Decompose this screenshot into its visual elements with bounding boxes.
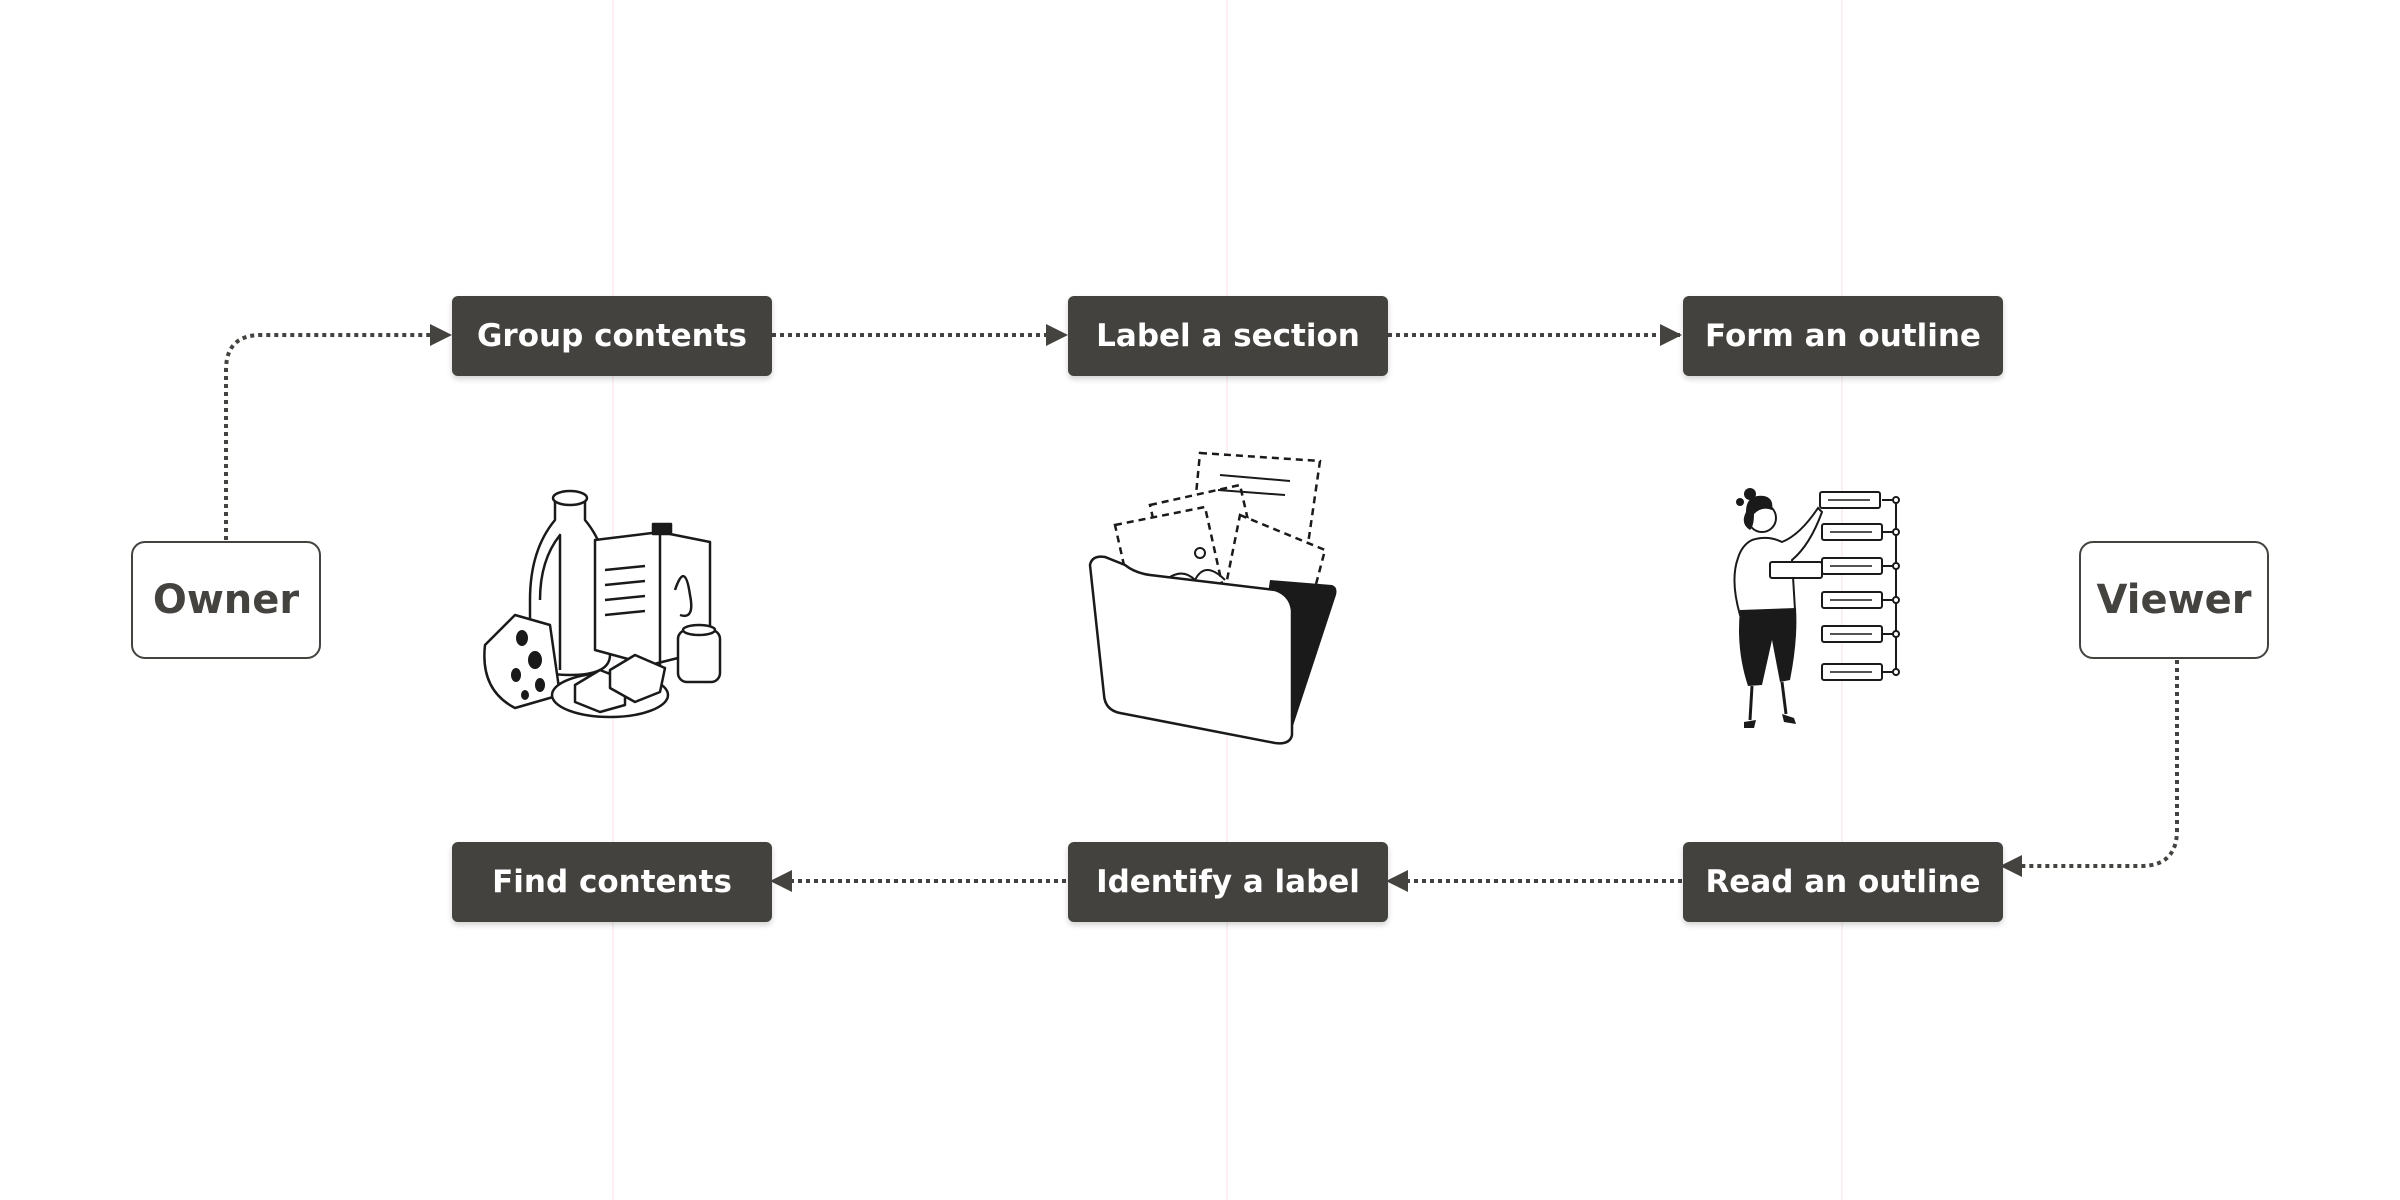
step-group-contents: Group contents — [452, 296, 772, 376]
step-form-an-outline: Form an outline — [1683, 296, 2003, 376]
folder-icon — [1088, 451, 1337, 745]
owner-to-group-connector — [224, 324, 452, 540]
viewer-to-read-connector — [2000, 660, 2179, 877]
step-identify-a-label: Identify a label — [1068, 842, 1388, 922]
person-with-outline-icon — [1733, 488, 1900, 728]
owner-actor: Owner — [131, 541, 321, 659]
viewer-actor: Viewer — [2079, 541, 2269, 659]
step-read-an-outline: Read an outline — [1683, 842, 2003, 922]
groceries-icon — [483, 489, 722, 719]
step-label-a-section: Label a section — [1068, 296, 1388, 376]
step-find-contents: Find contents — [452, 842, 772, 922]
